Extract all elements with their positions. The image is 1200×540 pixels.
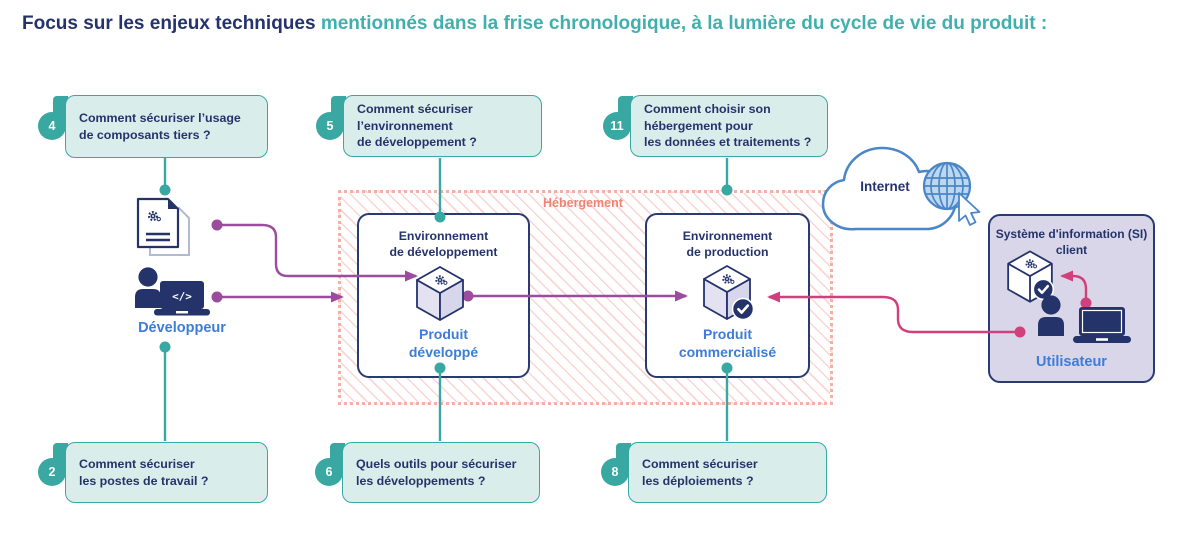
client-si-title: Système d'information (SI) client (995, 227, 1148, 257)
question-box-5: 5 Comment sécuriser l’environnement de d… (316, 95, 542, 157)
question-body: Comment sécuriser les postes de travail … (65, 442, 268, 503)
question-text: Comment sécuriser les déploiements ? (642, 457, 758, 488)
page-title-rest: mentionnés dans la frise chronologique, … (320, 13, 1048, 34)
documents-icon (136, 197, 190, 256)
question-body: Comment sécuriser l’environnement de dév… (343, 95, 542, 157)
question-text: Quels outils pour sécuriser les développ… (356, 457, 517, 488)
question-text: Comment sécuriser l’environnement de dév… (357, 102, 477, 150)
question-number-badge: 11 (603, 112, 631, 140)
page-title-emphasis: Focus sur les enjeux techniques (22, 13, 321, 34)
prod-environment-box: Environnement de production Produit comm… (645, 213, 810, 378)
prod-environment-title: Environnement de production (682, 229, 773, 260)
code-icon: </> (172, 290, 192, 303)
question-box-2: 2 Comment sécuriser les postes de travai… (38, 442, 268, 503)
question-text: Comment sécuriser l’usage de composants … (79, 111, 241, 142)
question-box-11: 11 Comment choisir son hébergement pour … (603, 95, 828, 157)
globe-icon (922, 161, 972, 211)
question-box-8: 8 Comment sécuriser les déploiements ? (601, 442, 827, 503)
question-number-badge: 4 (38, 112, 66, 140)
question-body: Comment sécuriser l’usage de composants … (65, 95, 268, 158)
client-si-box: Système d'information (SI) client Utilis… (988, 214, 1155, 383)
hosting-zone-label: Hébergement (543, 196, 623, 210)
question-number-badge: 5 (316, 112, 344, 140)
developer-person-icon (135, 267, 161, 308)
question-box-4: 4 Comment sécuriser l’usage de composant… (38, 95, 268, 158)
question-text: Comment sécuriser les postes de travail … (79, 457, 209, 488)
question-body: Quels outils pour sécuriser les développ… (342, 442, 540, 503)
question-body: Comment choisir son hébergement pour les… (630, 95, 828, 157)
internet-label: Internet (860, 179, 910, 194)
question-number-badge: 8 (601, 458, 629, 486)
dev-environment-box: Environnement de développement Produit d… (357, 213, 530, 378)
question-number-badge: 2 (38, 458, 66, 486)
user-label: Utilisateur (1036, 354, 1107, 370)
dev-environment-title: Environnement de développement (389, 229, 498, 260)
developer-laptop-icon: </> (154, 281, 210, 316)
question-number-badge: 6 (315, 458, 343, 486)
developer-label: Développeur (138, 320, 226, 336)
cursor-icon (958, 192, 981, 226)
question-body: Comment sécuriser les déploiements ? (628, 442, 827, 503)
page-title: Focus sur les enjeux techniques mentionn… (22, 13, 1047, 35)
question-box-6: 6 Quels outils pour sécuriser les dévelo… (315, 442, 540, 503)
question-text: Comment choisir son hébergement pour les… (644, 102, 812, 150)
prod-product-label: Produit commercialisé (678, 326, 777, 360)
dev-product-label: Produit développé (408, 326, 479, 360)
